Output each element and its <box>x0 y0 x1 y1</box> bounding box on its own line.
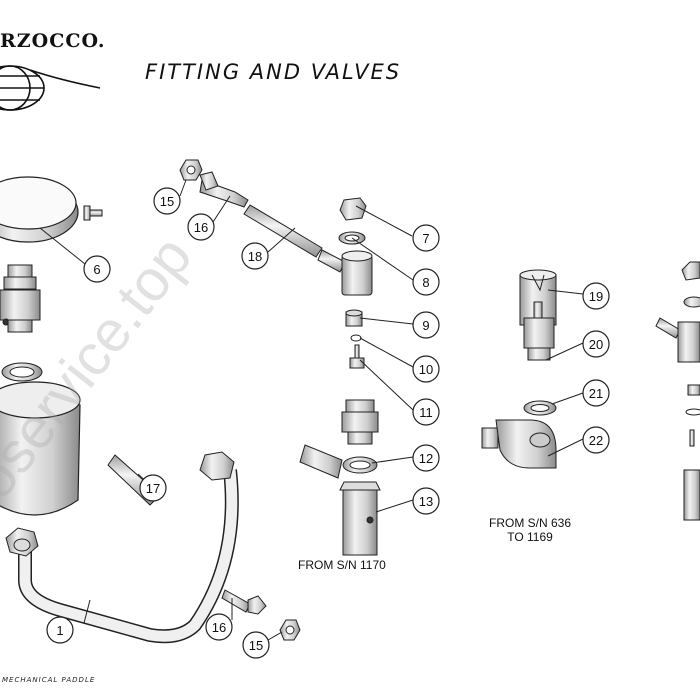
callout-label: 10 <box>419 362 433 377</box>
callout-18: 18 <box>241 242 269 270</box>
callout-6: 6 <box>83 255 111 283</box>
part-9-seal <box>345 309 363 327</box>
callout-label: 7 <box>422 231 429 246</box>
part-19-sleeve <box>519 269 557 326</box>
callout-label: 15 <box>160 194 174 209</box>
callout-7: 7 <box>412 224 440 252</box>
serial-note-old-line1: FROM S/N 636 <box>488 516 572 530</box>
callout-15-bottom: 15 <box>242 631 270 659</box>
part-15-bottom-nut <box>279 619 301 641</box>
callouts: 1 6 7 8 9 10 11 12 13 15 16 18 17 19 20 … <box>46 187 610 659</box>
footer-caption: MECHANICAL PADDLE <box>2 676 96 684</box>
callout-label: 16 <box>194 220 208 235</box>
part-11-fitting <box>341 399 379 445</box>
callout-9: 9 <box>412 311 440 339</box>
callout-label: 8 <box>422 275 429 290</box>
screw-part <box>83 205 103 221</box>
brand-logo-globe <box>0 65 101 111</box>
callout-label: 20 <box>589 337 603 352</box>
serial-note-old-line2: TO 1169 <box>507 530 553 544</box>
callout-15-top: 15 <box>153 187 181 215</box>
page-title: FITTING AND VALVES <box>145 60 402 84</box>
part-1-tube <box>18 469 239 644</box>
part-16-bottom-fitting <box>221 589 267 615</box>
callout-19: 19 <box>582 282 610 310</box>
callout-16-bottom: 16 <box>205 613 233 641</box>
part-7-cap <box>339 197 367 221</box>
callout-22: 22 <box>582 426 610 454</box>
callout-10: 10 <box>412 355 440 383</box>
callout-17: 17 <box>139 474 167 502</box>
callout-label: 1 <box>56 623 63 638</box>
part-16-top-fitting <box>199 171 249 208</box>
part-6-cover <box>0 176 79 243</box>
callout-label: 22 <box>589 433 603 448</box>
callout-label: 17 <box>146 481 160 496</box>
part-11-pin <box>349 344 365 369</box>
callout-12: 12 <box>412 444 440 472</box>
fitting-with-arm <box>317 249 373 296</box>
callout-label: 21 <box>589 386 603 401</box>
part-18-tube <box>243 204 323 258</box>
callout-label: 6 <box>93 262 100 277</box>
callout-11: 11 <box>412 398 440 426</box>
tube-nut-left <box>5 527 39 557</box>
callout-8: 8 <box>412 268 440 296</box>
part-22-elbow <box>481 419 557 469</box>
callout-label: 15 <box>249 638 263 653</box>
callout-label: 19 <box>589 289 603 304</box>
callout-label: 12 <box>419 451 433 466</box>
brand-logo-text: RZOCCO. <box>0 30 106 52</box>
part-13-tee-fitting <box>299 444 381 556</box>
serial-note-new: FROM S/N 1170 <box>298 558 386 572</box>
callout-label: 11 <box>419 405 433 420</box>
callout-label: 16 <box>212 620 226 635</box>
part-cylinder <box>0 381 81 516</box>
part-10-ring <box>350 334 362 342</box>
leader-lines <box>39 179 584 641</box>
right-edge-parts <box>655 261 700 521</box>
callout-20: 20 <box>582 330 610 358</box>
callout-21: 21 <box>582 379 610 407</box>
serial-note-old: FROM S/N 636 TO 1169 <box>470 516 590 544</box>
part-20-valve <box>523 301 555 361</box>
callout-13: 13 <box>412 487 440 515</box>
callout-label: 9 <box>422 318 429 333</box>
part-15-top-nut <box>179 159 203 181</box>
tube-nut-right <box>199 451 235 481</box>
part-valve-body-left <box>0 264 41 333</box>
callout-label: 13 <box>419 494 433 509</box>
callout-label: 18 <box>248 249 262 264</box>
callout-16-top: 16 <box>187 213 215 241</box>
callout-1: 1 <box>46 616 74 644</box>
